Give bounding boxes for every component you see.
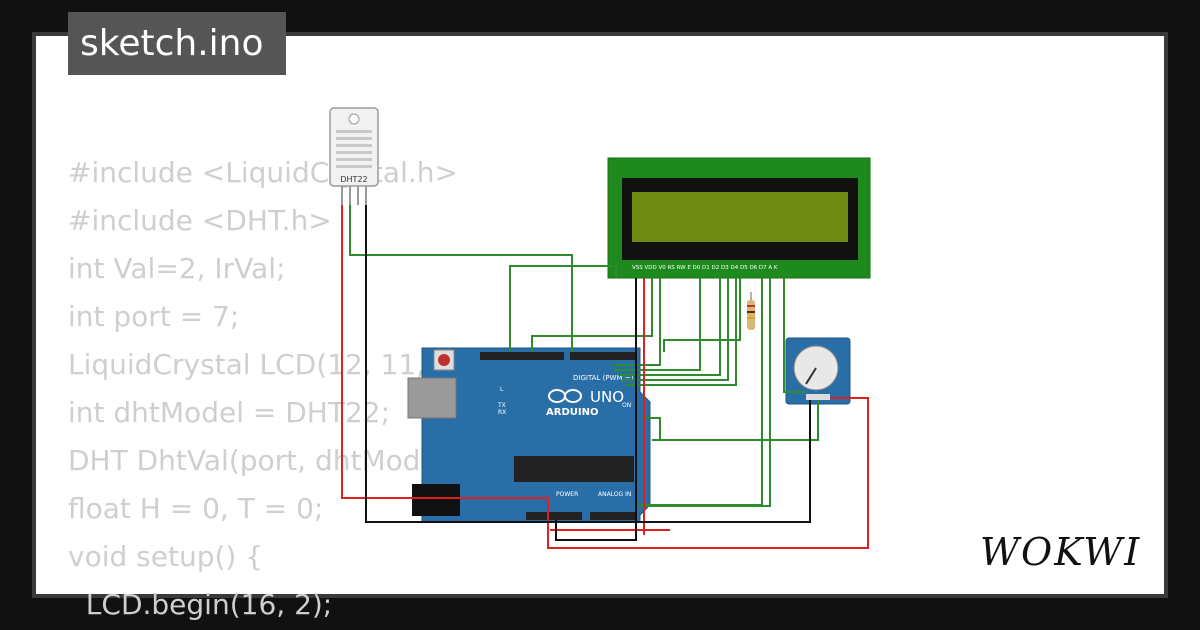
header-analog — [590, 512, 636, 520]
arduino-logo-icon — [548, 389, 582, 403]
dht-label: DHT22 — [340, 175, 367, 184]
code-line[interactable]: int port = 7; — [68, 300, 240, 333]
on-label: ON — [622, 402, 631, 409]
lcd-pins-label: VSS VDD V0 RS RW E D0 D1 D2 D3 D4 D5 D6 … — [632, 265, 778, 271]
code-line[interactable]: LCD.begin(16, 2); — [68, 588, 333, 621]
code-line[interactable]: #include <DHT.h> — [68, 204, 332, 237]
power-jack — [412, 484, 460, 516]
wokwi-wordmark: WOKWI — [980, 530, 1141, 574]
analog-label: ANALOG IN — [598, 491, 631, 498]
code-editor[interactable]: #include <LiquidCrystal.h>#include <DHT.… — [68, 150, 968, 621]
sketch-title: sketch.ino — [68, 12, 286, 75]
code-line[interactable]: float H = 0, T = 0; — [68, 492, 324, 525]
wokwi-logo: WOKWI — [980, 530, 1141, 574]
l-label: L — [500, 386, 504, 393]
header-digital-b — [570, 352, 636, 360]
code-line[interactable]: void setup() { — [68, 540, 264, 573]
power-label: POWER — [556, 491, 578, 498]
rx-label: RX — [498, 409, 506, 416]
wires — [341, 205, 869, 549]
dht22-sensor[interactable]: DHT22 — [329, 107, 379, 205]
digital-label: DIGITAL (PWM ~) — [573, 374, 634, 382]
tx-label: TX — [497, 402, 506, 409]
header-power — [526, 512, 582, 520]
atmega-chip — [514, 456, 634, 482]
code-line[interactable]: int Val=2, IrVal; — [68, 252, 286, 285]
arduino-brand: ARDUINO — [546, 407, 598, 418]
lcd-display[interactable]: VSS VDD V0 RS RW E D0 D1 D2 D3 D4 D5 D6 … — [607, 157, 871, 279]
arduino-model: UNO — [590, 388, 624, 406]
usb-port — [407, 377, 457, 419]
resistor — [747, 292, 755, 330]
potentiometer[interactable] — [785, 337, 851, 405]
code-line[interactable]: int dhtModel = DHT22; — [68, 396, 391, 429]
reset-button-cap — [438, 354, 450, 366]
header-digital-a — [480, 352, 564, 360]
arduino-uno[interactable]: DIGITAL (PWM ~) ARDUINO UNO ON TX RX L P… — [407, 347, 651, 523]
